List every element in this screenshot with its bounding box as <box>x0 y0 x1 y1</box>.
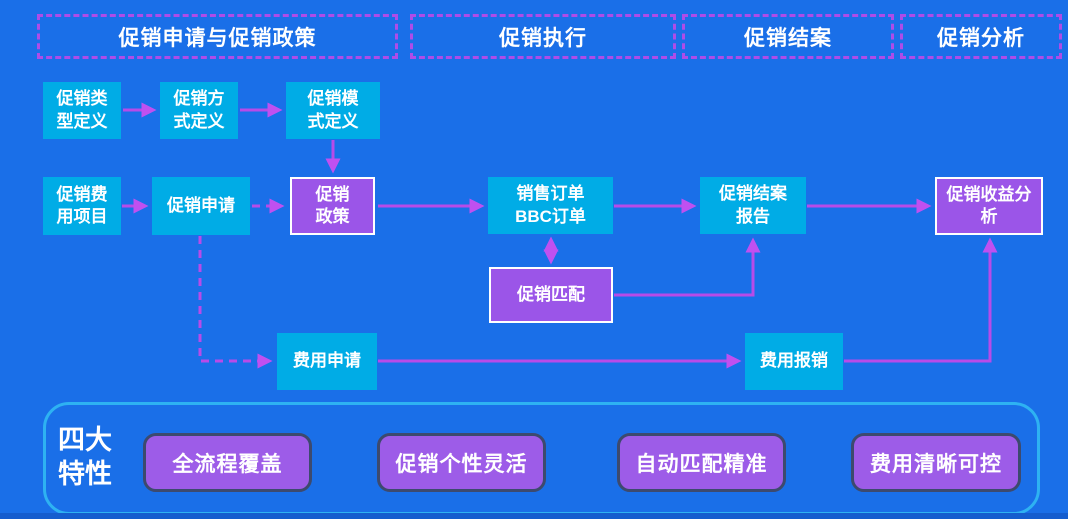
node-promo-mode-definition: 促销模 式定义 <box>286 82 380 139</box>
connector-match-to-closereport <box>614 237 761 297</box>
feature-accurate-auto-matching: 自动匹配精准 <box>617 433 786 492</box>
node-promo-profit-analysis: 促销收益分 析 <box>935 177 1043 235</box>
feature-flexible-personalization: 促销个性灵活 <box>377 433 546 492</box>
node-promo-close-report: 促销结案 报告 <box>700 177 806 234</box>
phase-header-analysis: 促销分析 <box>900 14 1062 59</box>
node-promo-type-definition: 促销类 型定义 <box>43 82 121 139</box>
node-promo-policy: 促销 政策 <box>290 177 375 235</box>
bottom-edge-strip <box>0 513 1068 519</box>
node-promo-fee-item: 促销费 用项目 <box>43 177 121 235</box>
phase-header-close: 促销结案 <box>682 14 894 59</box>
connector-apply-to-feeapply-dashed <box>198 236 273 369</box>
node-sales-order: 销售订单 BBC订单 <box>488 177 613 234</box>
node-promo-application: 促销申请 <box>152 177 250 235</box>
feature-bar-title: 四大 特性 <box>58 425 112 489</box>
node-promo-match: 促销匹配 <box>489 267 613 323</box>
node-fee-reimbursement: 费用报销 <box>745 333 843 390</box>
connector-reimburse-to-profit <box>844 237 998 363</box>
feature-clear-controllable-fees: 费用清晰可控 <box>851 433 1021 492</box>
node-promo-method-definition: 促销方 式定义 <box>160 82 238 139</box>
phase-header-apply-policy: 促销申请与促销政策 <box>37 14 398 59</box>
node-fee-application: 费用申请 <box>277 333 377 390</box>
phase-header-execute: 促销执行 <box>410 14 676 59</box>
feature-full-process-coverage: 全流程覆盖 <box>143 433 312 492</box>
